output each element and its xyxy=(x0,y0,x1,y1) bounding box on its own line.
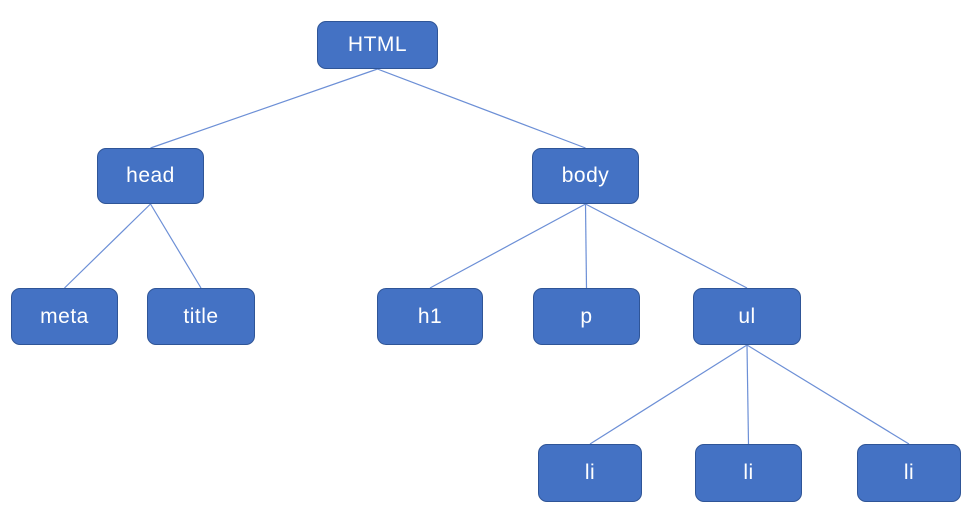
tree-node-html: HTML xyxy=(317,21,438,69)
tree-node-body: body xyxy=(532,148,639,204)
tree-node-head: head xyxy=(97,148,204,204)
tree-node-li2: li xyxy=(695,444,802,502)
tree-node-li3: li xyxy=(857,444,961,502)
tree-edge-ul-li2 xyxy=(746,344,750,445)
tree-node-title: title xyxy=(147,288,255,345)
tree-edge-html-body xyxy=(377,68,586,149)
tree-node-p: p xyxy=(533,288,640,345)
tree-edge-head-title xyxy=(149,203,202,289)
tree-edge-body-p xyxy=(584,203,588,289)
tree-edge-head-meta xyxy=(64,203,151,289)
tree-edge-body-ul xyxy=(585,203,748,289)
tree-edge-html-head xyxy=(150,68,378,149)
tree-edge-ul-li1 xyxy=(589,344,748,445)
tree-edge-ul-li3 xyxy=(746,344,910,445)
tree-node-li1: li xyxy=(538,444,642,502)
tree-node-meta: meta xyxy=(11,288,118,345)
tree-edge-body-h1 xyxy=(429,203,586,289)
tree-node-ul: ul xyxy=(693,288,801,345)
tree-node-h1: h1 xyxy=(377,288,483,345)
